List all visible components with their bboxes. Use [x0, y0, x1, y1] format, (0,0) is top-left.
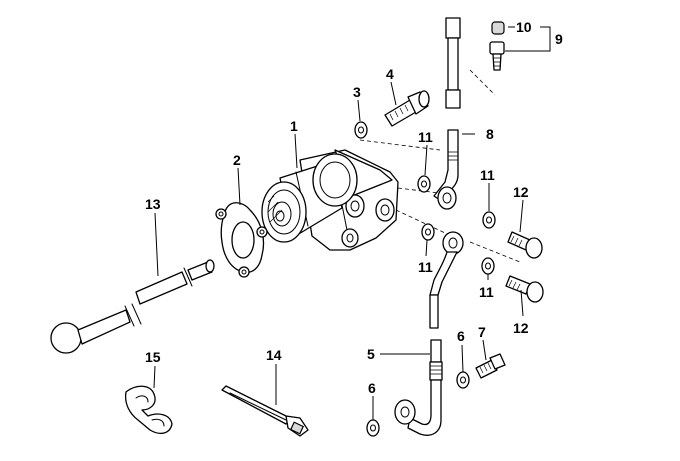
- callout-15: 15: [145, 349, 161, 365]
- callout-9: 9: [555, 31, 563, 47]
- callouts: 1 2 3 4 5 6 6 7 8 9 10 11 11 11 11 12 12…: [145, 19, 563, 396]
- part-washer: [354, 121, 368, 139]
- callout-6b: 6: [368, 380, 376, 396]
- part-upper-pipe: [433, 17, 461, 210]
- part-bleed-cap: [491, 21, 505, 35]
- callout-11d: 11: [479, 284, 494, 300]
- callout-11c: 11: [418, 259, 433, 275]
- part-bolt: [384, 90, 430, 127]
- callout-11a: 11: [418, 129, 433, 145]
- callout-14: 14: [266, 347, 282, 363]
- leader-lines: [153, 26, 551, 420]
- callout-11b: 11: [480, 167, 495, 183]
- part-lower-pipe: [394, 231, 464, 436]
- callout-2: 2: [233, 152, 241, 168]
- part-push-rod: [50, 259, 215, 354]
- callout-1: 1: [290, 118, 298, 134]
- callout-12a: 12: [513, 184, 529, 200]
- part-washers-11: [417, 175, 496, 275]
- part-bolts-12: [505, 231, 544, 303]
- part-bolt-7: [475, 353, 506, 379]
- callout-3: 3: [353, 84, 361, 100]
- part-washers-6: [366, 371, 470, 437]
- part-bleed-screw: [489, 41, 505, 71]
- alignment-line: [469, 241, 521, 263]
- part-gasket: [215, 202, 268, 278]
- callout-10: 10: [516, 19, 532, 35]
- alignment-line: [469, 69, 496, 96]
- part-housing: [261, 149, 399, 251]
- callout-4: 4: [386, 66, 394, 82]
- callout-12b: 12: [513, 320, 529, 336]
- part-clip: [124, 385, 173, 435]
- callout-5: 5: [367, 346, 375, 362]
- part-cable-tie: [221, 385, 309, 437]
- callout-8: 8: [486, 126, 494, 142]
- callout-6a: 6: [457, 328, 465, 344]
- callout-7: 7: [478, 324, 486, 340]
- callout-13: 13: [145, 196, 161, 212]
